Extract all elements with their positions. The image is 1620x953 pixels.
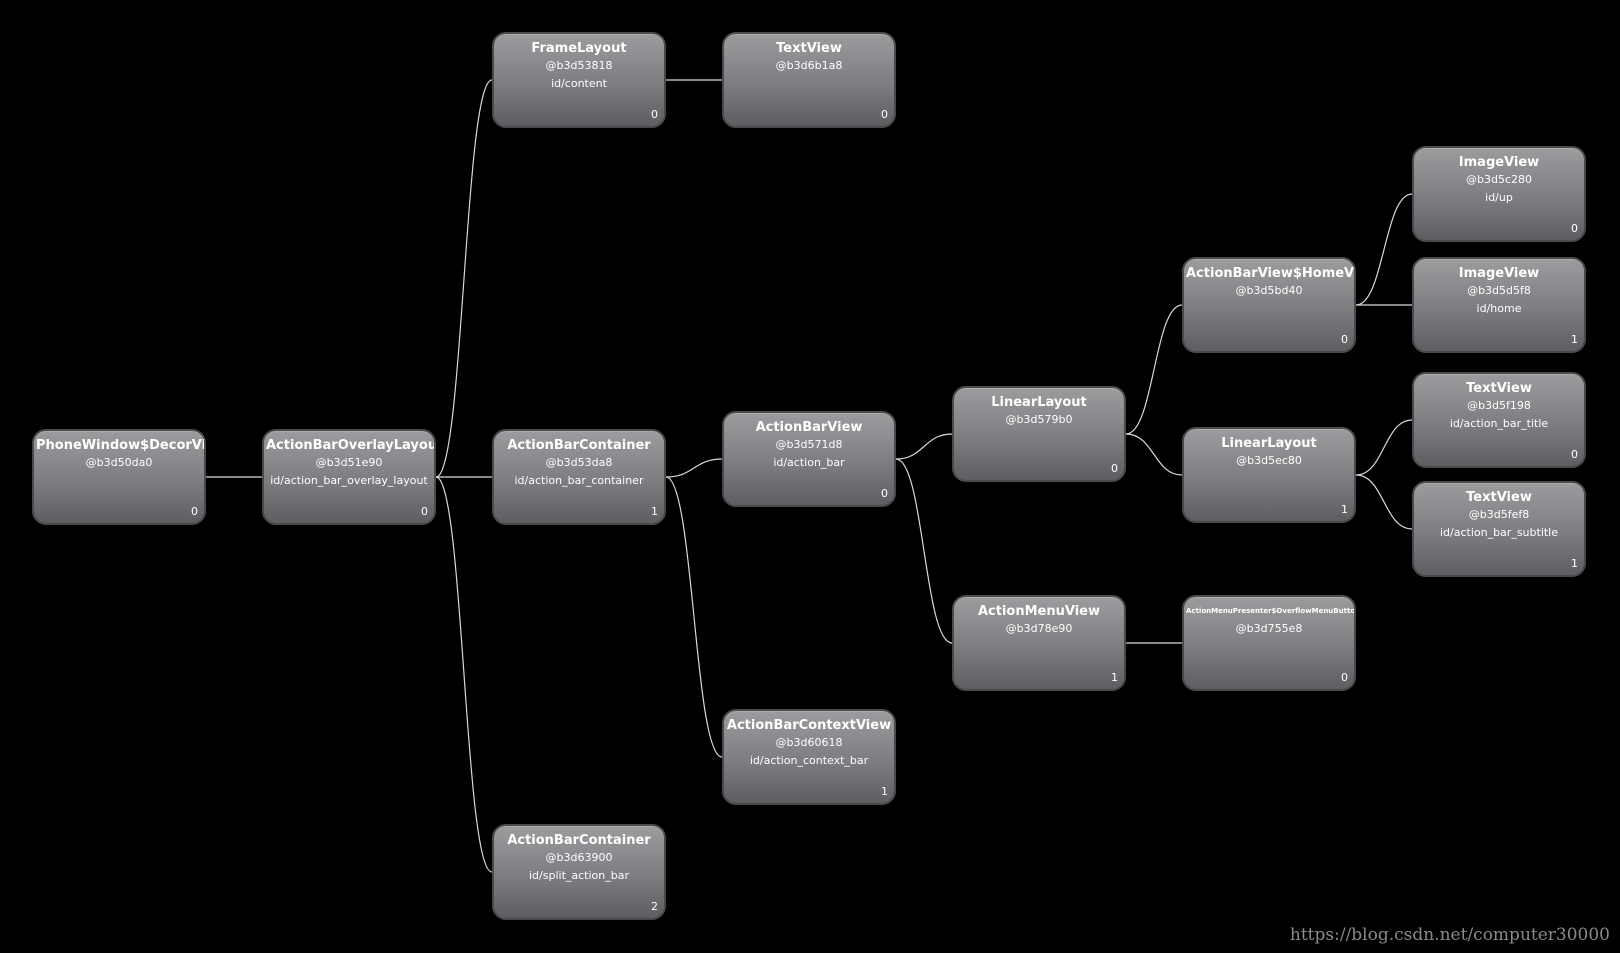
node-resource-id: id/action_context_bar — [749, 754, 869, 767]
node-index: 1 — [881, 785, 888, 798]
node-title: ActionBarContainer — [507, 833, 651, 848]
node-resource-id: id/action_bar_subtitle — [1439, 526, 1559, 539]
node-title: ImageView — [1458, 155, 1540, 170]
node-address: @b3d53da8 — [545, 456, 613, 469]
node-address: @b3d5c280 — [1465, 173, 1532, 186]
watermark-url: https://blog.csdn.net/computer30000 — [1289, 925, 1610, 945]
edge-overlay-split — [435, 476, 493, 873]
node-address: @b3d755e8 — [1235, 622, 1303, 635]
node-index: 0 — [421, 505, 428, 518]
edge-container-actionbarview — [665, 458, 723, 478]
edge-container-contextview — [665, 476, 723, 758]
node-index: 2 — [651, 900, 658, 913]
node-index: 0 — [1111, 462, 1118, 475]
node-index: 1 — [1571, 557, 1578, 570]
node-linearlayout-1[interactable]: LinearLayout @b3d579b0 0 — [952, 386, 1126, 482]
node-framelayout[interactable]: FrameLayout @b3d53818 id/content 0 — [492, 32, 666, 128]
node-title: ImageView — [1458, 266, 1540, 281]
node-title: LinearLayout — [1221, 436, 1317, 451]
node-address: @b3d579b0 — [1005, 413, 1073, 426]
edge-linear1-linear2 — [1125, 433, 1183, 476]
node-resource-id: id/action_bar_title — [1449, 417, 1549, 430]
node-address: @b3d571d8 — [775, 438, 843, 451]
node-index: 1 — [1341, 503, 1348, 516]
node-address: @b3d51e90 — [315, 456, 383, 469]
node-index: 0 — [881, 108, 888, 121]
node-title: FrameLayout — [531, 41, 627, 56]
node-address: @b3d5fef8 — [1468, 508, 1530, 521]
node-address: @b3d60618 — [775, 736, 843, 749]
node-actionbarview-homeview[interactable]: ActionBarView$HomeView @b3d5bd40 0 — [1182, 257, 1356, 353]
node-resource-id: id/split_action_bar — [529, 869, 629, 882]
node-address: @b3d6b1a8 — [775, 59, 843, 72]
edge-actionbarview-menuview — [895, 458, 953, 644]
node-textview-content[interactable]: TextView @b3d6b1a8 0 — [722, 32, 896, 128]
edge-overlay-frame — [435, 79, 493, 478]
node-title: LinearLayout — [991, 395, 1087, 410]
node-resource-id: id/action_bar_overlay_layout — [270, 474, 428, 487]
node-linearlayout-2[interactable]: LinearLayout @b3d5ec80 1 — [1182, 427, 1356, 523]
node-address: @b3d5ec80 — [1236, 454, 1302, 467]
node-actionbarcontainer[interactable]: ActionBarContainer @b3d53da8 id/action_b… — [492, 429, 666, 525]
node-resource-id: id/up — [1485, 191, 1513, 204]
edge-linear2-tv_title — [1355, 419, 1413, 476]
node-title: ActionBarView — [755, 420, 863, 435]
node-title: ActionBarContainer — [507, 438, 651, 453]
node-actionbaroverlaylayout[interactable]: ActionBarOverlayLayout @b3d51e90 id/acti… — [262, 429, 436, 525]
node-title: ActionBarContextView — [726, 718, 892, 733]
node-index: 0 — [1571, 222, 1578, 235]
node-title: PhoneWindow$DecorView — [36, 438, 204, 453]
node-imageview-home[interactable]: ImageView @b3d5d5f8 id/home 1 — [1412, 257, 1586, 353]
node-actionbarcontextview[interactable]: ActionBarContextView @b3d60618 id/action… — [722, 709, 896, 805]
edge-actionbarview-linear1 — [895, 433, 953, 460]
node-actionmenuview[interactable]: ActionMenuView @b3d78e90 1 — [952, 595, 1126, 691]
node-address: @b3d5bd40 — [1235, 284, 1303, 297]
node-address: @b3d63900 — [545, 851, 613, 864]
node-index: 1 — [1111, 671, 1118, 684]
node-resource-id: id/action_bar_container — [514, 474, 644, 487]
node-index: 1 — [651, 505, 658, 518]
node-resource-id: id/action_bar — [773, 456, 845, 469]
node-actionbarcontainer-split[interactable]: ActionBarContainer @b3d63900 id/split_ac… — [492, 824, 666, 920]
node-address: @b3d78e90 — [1005, 622, 1073, 635]
node-address: @b3d53818 — [545, 59, 613, 72]
node-title: TextView — [776, 41, 842, 56]
node-index: 0 — [191, 505, 198, 518]
node-imageview-up[interactable]: ImageView @b3d5c280 id/up 0 — [1412, 146, 1586, 242]
node-index: 0 — [651, 108, 658, 121]
node-actionbarview[interactable]: ActionBarView @b3d571d8 id/action_bar 0 — [722, 411, 896, 507]
node-title: ActionMenuView — [977, 604, 1100, 619]
node-index: 0 — [881, 487, 888, 500]
node-overflowmenubutton[interactable]: ActionMenuPresenter$OverflowMenuButton @… — [1182, 595, 1356, 691]
node-address: @b3d5f198 — [1467, 399, 1531, 412]
node-resource-id: id/content — [551, 77, 607, 90]
node-index: 0 — [1571, 448, 1578, 461]
node-address: @b3d5d5f8 — [1467, 284, 1531, 297]
edge-homeview-img_up — [1355, 193, 1413, 306]
node-phonewindow-decorview[interactable]: PhoneWindow$DecorView @b3d50da0 0 — [32, 429, 206, 525]
node-resource-id: id/home — [1476, 302, 1522, 315]
node-address: @b3d50da0 — [85, 456, 153, 469]
node-index: 0 — [1341, 671, 1348, 684]
node-textview-action-bar-title[interactable]: TextView @b3d5f198 id/action_bar_title 0 — [1412, 372, 1586, 468]
node-title: ActionMenuPresenter$OverflowMenuButton — [1186, 607, 1354, 615]
node-index: 0 — [1341, 333, 1348, 346]
node-title: TextView — [1466, 381, 1532, 396]
node-textview-action-bar-subtitle[interactable]: TextView @b3d5fef8 id/action_bar_subtitl… — [1412, 481, 1586, 577]
edge-linear2-tv_subtitle — [1355, 474, 1413, 530]
node-index: 1 — [1571, 333, 1578, 346]
node-title: ActionBarOverlayLayout — [266, 438, 434, 453]
node-title: TextView — [1466, 490, 1532, 505]
edge-linear1-homeview — [1125, 304, 1183, 435]
node-title: ActionBarView$HomeView — [1186, 266, 1354, 281]
